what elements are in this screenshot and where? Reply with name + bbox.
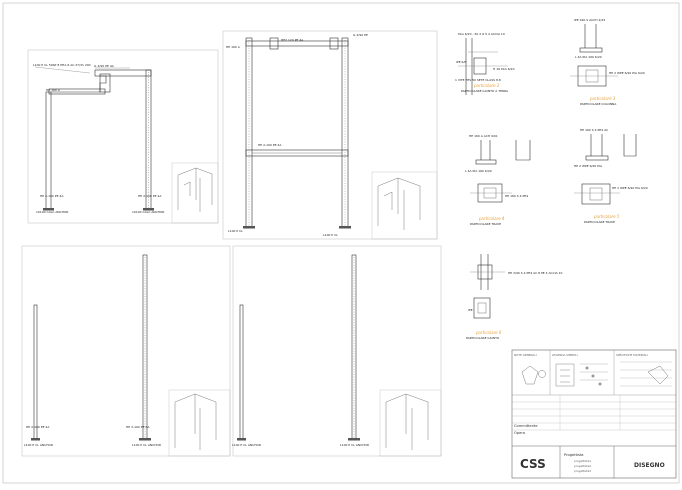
svg-text:IL 2/90 PE: IL 2/90 PE <box>353 33 368 37</box>
svg-text:L 4A PIA 160 6/20: L 4A PIA 160 6/20 <box>575 55 602 59</box>
svg-text:H 16 PLG 6/20: H 16 PLG 6/20 <box>493 67 515 71</box>
title-block: NOTE GENERALI LEGENDA SIMBOLI SPECIFICHE… <box>511 349 677 479</box>
detail-label-4: particolare 5 <box>593 214 620 219</box>
detail-label-1: particolare 2 <box>473 83 500 88</box>
detail-connection-d: HE 160 S 4 PE4 AC HE 2 WPE 6/20 PIA HE 2… <box>574 128 648 205</box>
svg-text:HE 2-100 PE 4A: HE 2-100 PE 4A <box>26 425 50 429</box>
detail-label-5: particolare 6 <box>475 330 502 335</box>
panel-portal-frame: HE2 120 PE 4A HE 160 A IL 2/90 PE HE 2-1… <box>222 30 438 240</box>
svg-text:PLG 6/20 - 50 X 6 S 4 ACCIA 10: PLG 6/20 - 50 X 6 S 4 ACCIA 10 <box>458 32 505 36</box>
sheet-border <box>2 2 680 484</box>
svg-text:L100 P CL ANCHOR: L100 P CL ANCHOR <box>340 443 369 447</box>
svg-text:HE 160 S 4 PE4 AC: HE 160 S 4 PE4 AC <box>580 128 608 132</box>
svg-text:HE 2-100 PE 4A: HE 2-100 PE 4A <box>258 143 282 147</box>
detail-connection-b: IPE 160 S ACCH 2/23 L 4A PIA 160 6/20 HE… <box>570 18 645 87</box>
svg-text:PARTICOLARE COLONNA: PARTICOLARE COLONNA <box>580 102 617 106</box>
svg-text:1 VITE TES 50 SETE CLASS 8.8: 1 VITE TES 50 SETE CLASS 8.8 <box>455 78 501 82</box>
svg-text:SPECIFICHE MATERIALI: SPECIFICHE MATERIALI <box>616 353 648 357</box>
svg-text:HE 2 WPE 6/20 PIA 6/20: HE 2 WPE 6/20 PIA 6/20 <box>612 186 648 190</box>
svg-text:IPE 6/P: IPE 6/P <box>456 60 466 64</box>
svg-text:HE2 120 PE 4A: HE2 120 PE 4A <box>281 38 304 42</box>
svg-text:IPE: IPE <box>468 308 473 312</box>
detail-connection-e: HE 2/90 S 4 PE4 AC 8 PE 4 ACCIA 10 IPE <box>468 254 563 319</box>
svg-text:HE 2/90 S 4 PE4 AC 8 PE 4 ACCI: HE 2/90 S 4 PE4 AC 8 PE 4 ACCIA 10 <box>508 271 563 275</box>
committente-label: Committente <box>514 424 538 428</box>
svg-text:L100 P CL ANCHOR: L100 P CL ANCHOR <box>24 443 53 447</box>
svg-text:10100 CALC ANCHOR: 10100 CALC ANCHOR <box>36 210 68 214</box>
firm-logo: CSS <box>520 457 546 471</box>
svg-text:L 4A PIA 160 6/20: L 4A PIA 160 6/20 <box>465 169 492 173</box>
svg-text:HE 2-100 PE 4A: HE 2-100 PE 4A <box>138 194 162 198</box>
svg-text:L100 P CL ANCHOR: L100 P CL ANCHOR <box>232 443 261 447</box>
svg-text:HE 160 A: HE 160 A <box>46 88 61 92</box>
designer-3: progettista3 <box>574 469 591 473</box>
svg-text:HE 160 S 4 PE4: HE 160 S 4 PE4 <box>505 194 528 198</box>
detail-connection-a: PLG 6/20 - 50 X 6 S 4 ACCIA 10 IPE 6/P H… <box>455 32 515 95</box>
panel-frame-l-shape: L100 P CL 50SP 8 HEA 6 AC 27/31 200 IL 2… <box>27 49 219 224</box>
svg-text:L100 P CL 50SP 8 HEA 6 AC 27/3: L100 P CL 50SP 8 HEA 6 AC 27/31 200 <box>33 63 91 67</box>
svg-text:HE 160 A: HE 160 A <box>226 45 241 49</box>
panel-column-elevations: HE 2-100 PE 4A HE 2-100 PE 4A L100 P CL … <box>21 245 442 457</box>
svg-text:HE 2-100 PE 4A: HE 2-100 PE 4A <box>126 425 150 429</box>
svg-text:L100 P CL: L100 P CL <box>228 229 243 233</box>
opera-label: Opera <box>514 431 525 435</box>
svg-text:LEGENDA SIMBOLI: LEGENDA SIMBOLI <box>552 353 578 357</box>
svg-text:IPE 160 S ACCH 2/23: IPE 160 S ACCH 2/23 <box>574 18 605 22</box>
svg-text:PARTICOLARE GIUNTO: PARTICOLARE GIUNTO <box>466 336 500 340</box>
svg-text:HE 160 A ACH 9/01: HE 160 A ACH 9/01 <box>469 134 498 138</box>
svg-text:PARTICOLARE GIUNTO A TERRA: PARTICOLARE GIUNTO A TERRA <box>461 89 509 93</box>
svg-text:PARTICOLARE TRAVE: PARTICOLARE TRAVE <box>470 222 501 226</box>
svg-text:L100 P CL: L100 P CL <box>323 233 338 237</box>
svg-text:PARTICOLARE TRAVE: PARTICOLARE TRAVE <box>584 220 615 224</box>
disegno-label: DISEGNO <box>634 462 665 469</box>
svg-text:NOTE GENERALI: NOTE GENERALI <box>514 353 537 357</box>
detail-label-2: particolare 3 <box>589 96 616 101</box>
svg-text:HE 2 WPE 6/20 PIA 6/20: HE 2 WPE 6/20 PIA 6/20 <box>609 71 645 75</box>
detail-label-3: particolare 4 <box>478 216 505 221</box>
designer-1: progettista1 <box>574 459 591 463</box>
svg-text:L100 P CL ANCHOR: L100 P CL ANCHOR <box>132 443 161 447</box>
designer-2: progettista2 <box>574 464 591 468</box>
detail-sheet-right: PLG 6/20 - 50 X 6 S 4 ACCIA 10 IPE 6/P H… <box>455 18 648 340</box>
progettista-label: Progettista <box>564 453 584 457</box>
svg-text:10100 CALC ANCHOR: 10100 CALC ANCHOR <box>132 210 164 214</box>
svg-text:HE 2-100 PE 4A: HE 2-100 PE 4A <box>40 194 64 198</box>
detail-connection-c: HE 160 A ACH 9/01 L 4A PIA 160 6/20 HE 1… <box>465 134 531 203</box>
svg-text:HE 2 WPE 6/20 PIA: HE 2 WPE 6/20 PIA <box>574 164 603 168</box>
svg-text:IL 2/90 PE 4A: IL 2/90 PE 4A <box>94 64 115 68</box>
